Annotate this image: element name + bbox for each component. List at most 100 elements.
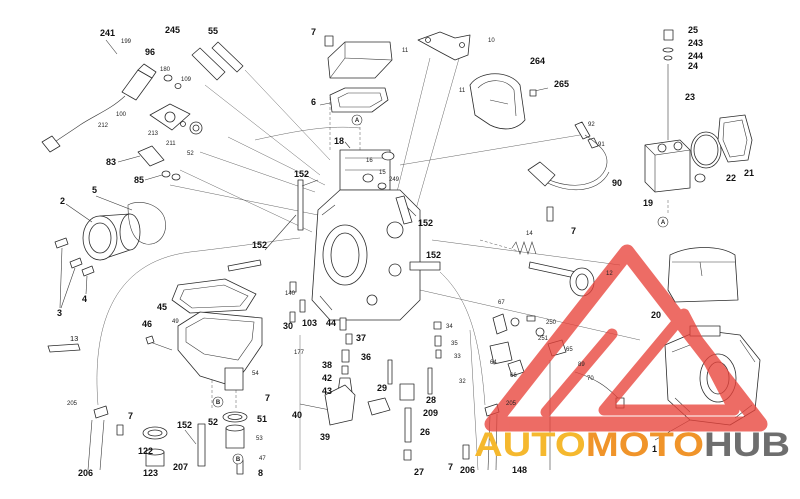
callout-91: 91 — [598, 142, 605, 148]
callout-245: 245 — [165, 25, 180, 35]
callout-65: 65 — [566, 347, 573, 353]
callout-21: 21 — [744, 168, 754, 178]
callout-37: 37 — [356, 333, 366, 343]
callout-148: 148 — [512, 465, 527, 475]
watermark-hub: HUB — [704, 426, 790, 464]
callout-206: 206 — [78, 468, 93, 478]
callout-19: 19 — [643, 198, 653, 208]
callout-51: 51 — [257, 414, 267, 424]
callout-8: 8 — [258, 468, 263, 478]
watermark-logo — [484, 244, 768, 432]
callout-152: 152 — [252, 240, 267, 250]
callout-35: 35 — [451, 341, 458, 347]
callout-244: 244 — [688, 51, 703, 61]
callout-47: 47 — [259, 456, 266, 462]
callout-211: 211 — [166, 141, 176, 147]
callout-251: 251 — [538, 336, 549, 342]
callout-16: 16 — [366, 158, 373, 164]
callout-43: 43 — [322, 386, 332, 396]
callout-212: 212 — [98, 123, 109, 129]
guide-lines — [96, 47, 669, 471]
callout-39: 39 — [320, 432, 330, 442]
callout-122: 122 — [138, 446, 153, 456]
callout-38: 38 — [322, 360, 332, 370]
callout-54: 54 — [252, 371, 259, 377]
callout-96: 96 — [145, 47, 155, 57]
watermark-auto: AUTO — [474, 426, 586, 464]
throttle-cover-assembly — [417, 31, 549, 130]
callout-34: 34 — [446, 324, 453, 330]
reference-label: B — [216, 400, 221, 406]
reference-mark-a: A — [351, 114, 363, 126]
callout-11: 11 — [402, 48, 409, 54]
callout-20: 20 — [651, 310, 661, 320]
callout-labels: 241 199 245 55 96 180 109 100 212 213 21… — [57, 25, 754, 478]
callout-7: 7 — [571, 226, 576, 236]
callout-27: 27 — [414, 467, 424, 477]
callout-199: 199 — [121, 39, 132, 45]
callout-209: 209 — [423, 408, 438, 418]
callout-92: 92 — [588, 122, 595, 128]
callout-7: 7 — [311, 27, 316, 37]
callout-89: 89 — [578, 362, 585, 368]
callout-207: 207 — [173, 462, 188, 472]
callout-85: 85 — [134, 175, 144, 185]
callout-6: 6 — [311, 97, 316, 107]
callout-103: 103 — [302, 318, 317, 328]
callout-100: 100 — [116, 112, 127, 118]
logo-diagonal-bar — [540, 328, 618, 418]
reference-mark-a: A — [657, 216, 669, 228]
callout-152: 152 — [294, 169, 309, 179]
callout-250: 250 — [546, 320, 557, 326]
callout-109: 109 — [181, 77, 192, 83]
callout-152: 152 — [177, 420, 192, 430]
float-bowl-assembly — [87, 278, 263, 475]
callout-44: 44 — [326, 318, 336, 328]
callout-33: 33 — [454, 354, 461, 360]
callout-11: 11 — [459, 88, 466, 94]
callout-29: 29 — [377, 383, 387, 393]
reference-label: B — [236, 457, 241, 463]
callout-241: 241 — [100, 28, 115, 38]
callout-177: 177 — [294, 350, 305, 356]
callout-53: 53 — [256, 436, 263, 442]
callout-7: 7 — [265, 393, 270, 403]
callout-32: 32 — [459, 379, 466, 385]
callout-152: 152 — [426, 250, 441, 260]
callout-40: 40 — [292, 410, 302, 420]
callout-46: 46 — [142, 319, 152, 329]
callout-18: 18 — [334, 136, 344, 146]
callout-52: 52 — [208, 417, 218, 427]
callout-264: 264 — [530, 56, 545, 66]
logo-inner-triangle — [598, 308, 740, 416]
cable-assembly — [527, 121, 610, 222]
callout-206: 206 — [460, 465, 475, 475]
callout-5: 5 — [92, 185, 97, 195]
callout-205: 205 — [506, 401, 517, 407]
callout-3: 3 — [57, 308, 62, 318]
callout-64: 64 — [490, 360, 497, 366]
top-cap-assembly — [319, 35, 393, 113]
callout-22: 22 — [726, 173, 736, 183]
reference-label: A — [355, 118, 360, 124]
reference-mark-b: B — [232, 453, 244, 465]
callout-7: 7 — [448, 462, 453, 472]
throttle-sensor-assembly — [644, 29, 753, 193]
callout-15: 15 — [379, 170, 386, 176]
callout-55: 55 — [208, 26, 218, 36]
callout-67: 67 — [498, 300, 505, 306]
callout-2: 2 — [60, 196, 65, 206]
callout-123: 123 — [143, 468, 158, 478]
callout-42: 42 — [322, 373, 332, 383]
reference-mark-b: B — [212, 396, 224, 408]
callout-7: 7 — [128, 411, 133, 421]
callout-152: 152 — [418, 218, 433, 228]
jets-and-screws — [289, 281, 442, 461]
callout-45: 45 — [157, 302, 167, 312]
callout-83: 83 — [106, 157, 116, 167]
callout-70: 70 — [587, 376, 594, 382]
callout-49: 49 — [172, 319, 179, 325]
callout-249: 249 — [389, 177, 400, 183]
